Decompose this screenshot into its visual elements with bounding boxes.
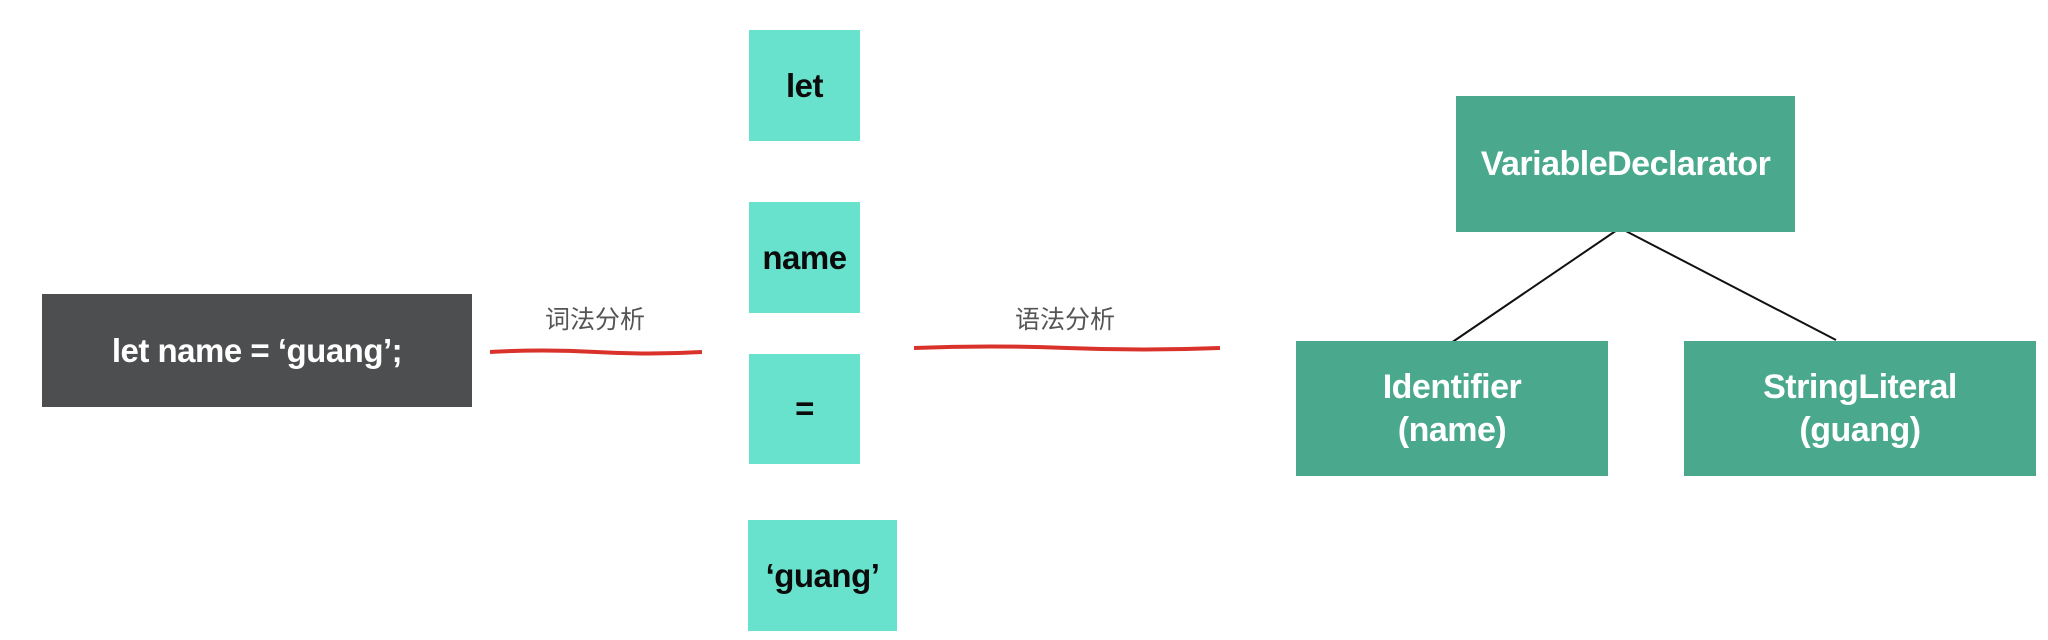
ast-edge-right (1619, 227, 1837, 341)
syntax-analysis-connector (914, 344, 1220, 352)
ast-edge-left (1450, 227, 1621, 344)
token-name: name (749, 202, 860, 313)
token-string: ‘guang’ (748, 520, 897, 631)
token-equals: = (749, 354, 860, 464)
lexical-analysis-label: 词法分析 (544, 305, 645, 334)
ast-node-identifier: Identifier (name) (1296, 341, 1608, 476)
ast-node-string-literal: StringLiteral (guang) (1684, 341, 2036, 476)
ast-node-variable-declarator: VariableDeclarator (1456, 96, 1795, 232)
source-code-box: let name = ‘guang’; (42, 294, 472, 407)
lexical-analysis-connector (490, 348, 702, 356)
syntax-analysis-label: 语法分析 (1014, 305, 1115, 334)
token-let: let (749, 30, 860, 141)
